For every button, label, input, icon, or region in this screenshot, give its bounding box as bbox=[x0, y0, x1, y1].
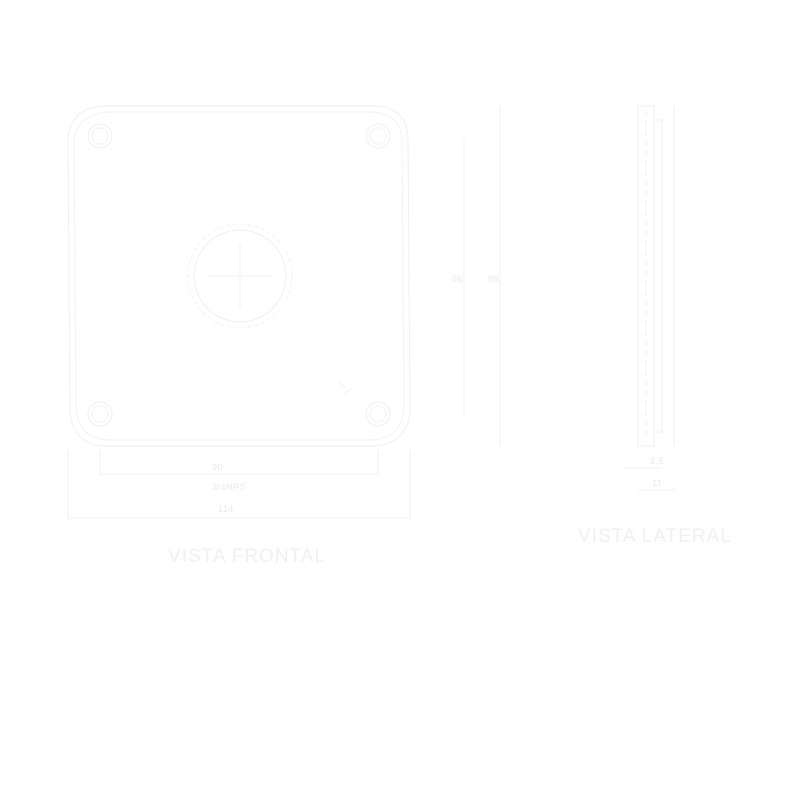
front-plate-outline bbox=[67, 105, 411, 447]
dim-thread-size: 3/4NPS bbox=[212, 482, 246, 492]
side-profile-body bbox=[637, 105, 655, 447]
side-view-label: VISTA LATERAL bbox=[578, 526, 732, 547]
front-view: 90 3/4NPS 114 bbox=[67, 105, 411, 520]
mounting-hole-top-right bbox=[365, 123, 391, 149]
cable-entry-mark bbox=[337, 381, 353, 395]
front-view-label: VISTA FRONTAL bbox=[168, 546, 326, 567]
dim-thickness: 11 bbox=[652, 478, 662, 488]
front-plate-inner-outline bbox=[73, 111, 405, 441]
dim-right-height: 98 bbox=[488, 274, 499, 284]
dim-overall-width: 114 bbox=[218, 504, 234, 514]
center-thread-hole bbox=[193, 229, 287, 323]
dim-hole-spacing: 90 bbox=[212, 462, 223, 472]
mounting-hole-top-left-inner bbox=[91, 127, 109, 145]
dim-step: 2.5 bbox=[650, 456, 664, 466]
dim-left-height: 86 bbox=[452, 274, 463, 284]
mounting-hole-bottom-left bbox=[87, 401, 113, 427]
mounting-hole-bottom-left-inner bbox=[91, 405, 109, 423]
mounting-hole-bottom-right bbox=[365, 401, 391, 427]
side-view: 86 98 2.5 11 bbox=[452, 105, 676, 491]
mounting-hole-top-left bbox=[87, 123, 113, 149]
center-thread-outer bbox=[187, 223, 293, 329]
mounting-hole-top-right-inner bbox=[369, 127, 387, 145]
mounting-hole-bottom-right-inner bbox=[369, 405, 387, 423]
